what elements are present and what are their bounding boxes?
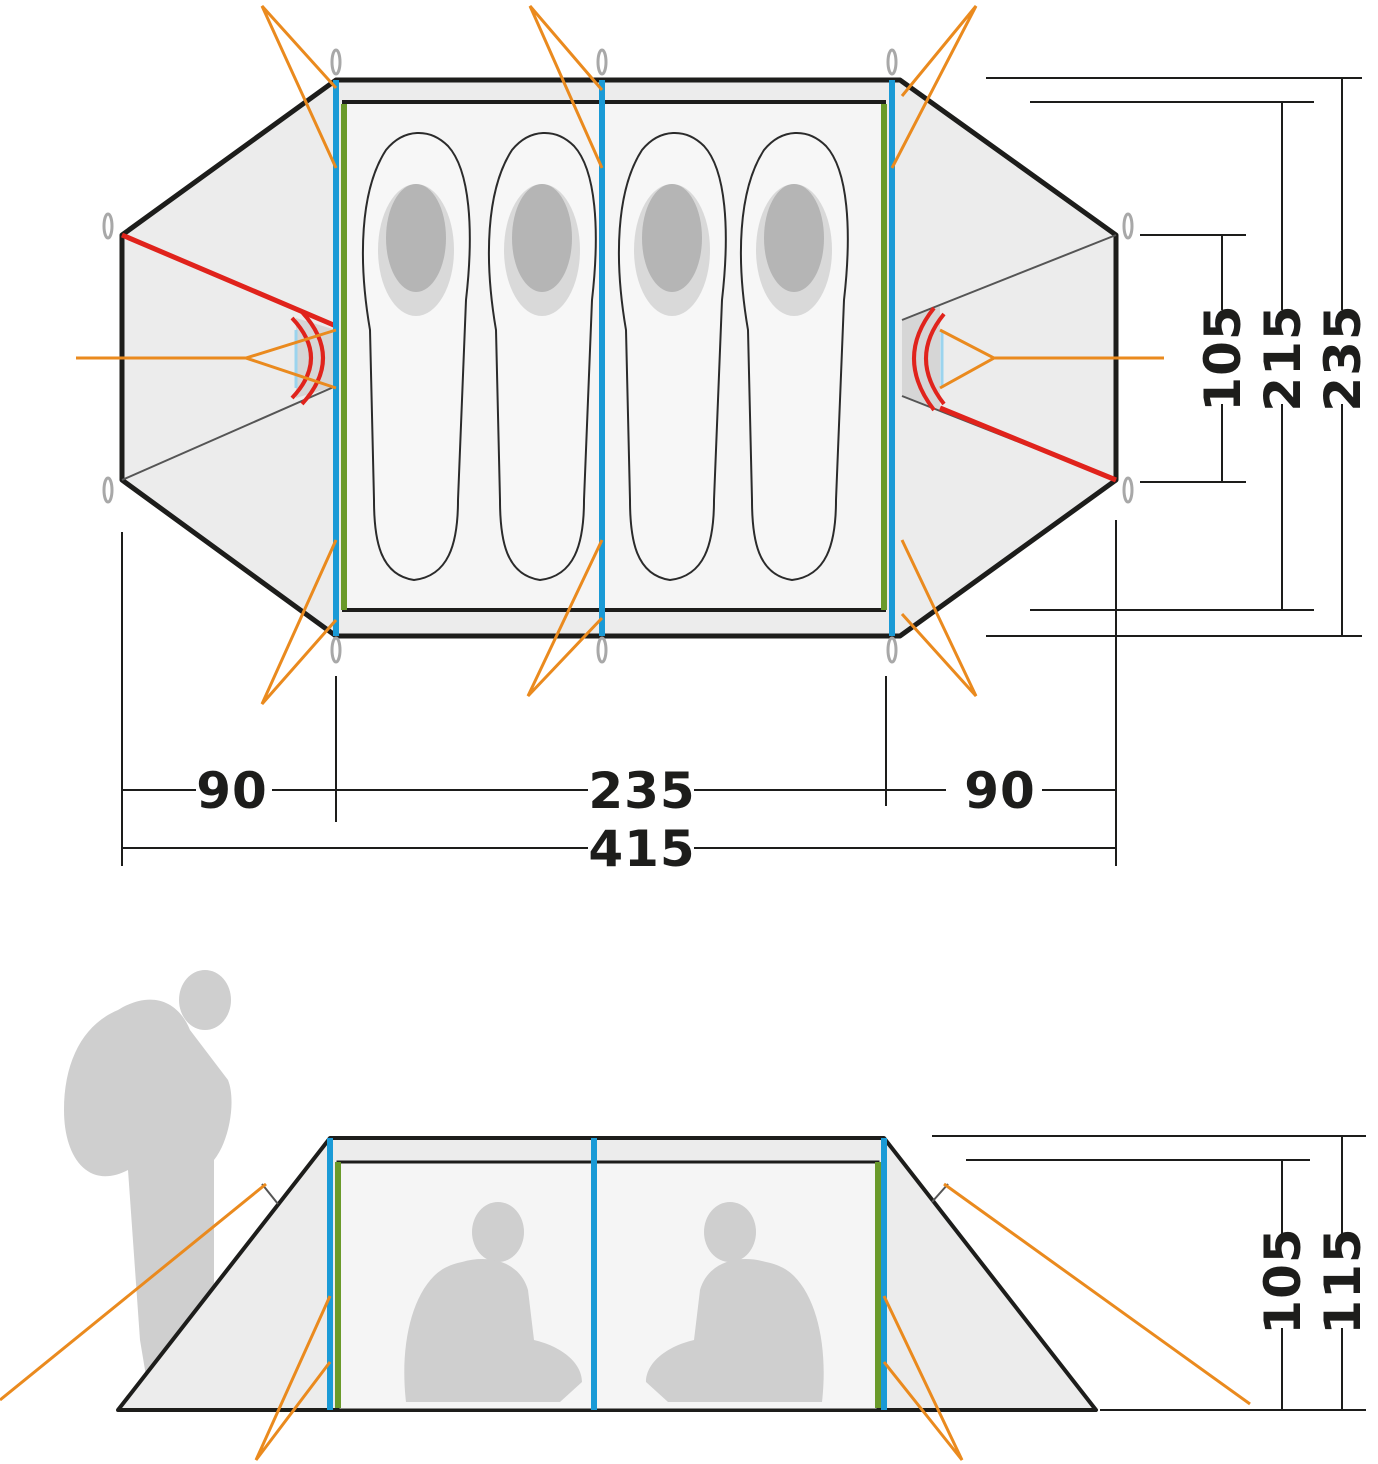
side-vent-left xyxy=(261,1183,279,1205)
guyline xyxy=(526,539,604,698)
guyline xyxy=(260,539,338,705)
sleeping-bag-pillow xyxy=(512,184,572,292)
right-door-pole xyxy=(939,405,1117,483)
side-dimensions xyxy=(932,1135,1366,1411)
sleeping-bags xyxy=(361,132,849,582)
sleeping-bag xyxy=(361,132,471,582)
sleeping-bag xyxy=(739,132,849,582)
sleeping-bag-pillow xyxy=(642,184,702,292)
guyline xyxy=(890,5,978,169)
dim-inner-width: 215 xyxy=(1254,304,1312,411)
tent-peg-icon xyxy=(102,476,114,504)
tent-peg-icon xyxy=(102,212,114,240)
tent-peg-icon xyxy=(330,636,342,664)
left-vestibule-crease-bottom xyxy=(121,385,337,481)
side-guyline xyxy=(882,1295,964,1461)
tent-peg-icon xyxy=(596,48,608,76)
tent-peg-icon xyxy=(1122,212,1134,240)
left-door-arc xyxy=(290,310,325,406)
side-vent-right xyxy=(931,1183,949,1203)
sleeping-bag xyxy=(487,132,597,582)
sleeping-bag xyxy=(617,132,727,582)
right-vestibule-crease-top xyxy=(901,234,1117,321)
side-guyline xyxy=(254,1295,332,1461)
tent-peg-icon xyxy=(330,48,342,76)
sleeping-bag-pillow xyxy=(386,184,446,292)
tent-top-view xyxy=(76,4,1164,705)
dim-inner-height: 105 xyxy=(1254,1227,1312,1334)
sleeping-bag-pillow xyxy=(764,184,824,292)
top-pegs xyxy=(102,48,1134,664)
dim-vestibule-right: 90 xyxy=(964,762,1036,820)
right-door-arc xyxy=(912,306,946,412)
guyline xyxy=(528,5,604,169)
dim-total-length: 415 xyxy=(588,820,695,878)
right-door-shade xyxy=(902,305,940,410)
tent-peg-icon xyxy=(596,636,608,664)
tent-peg-icon xyxy=(886,48,898,76)
top-dimensions xyxy=(121,77,1362,866)
sitting-person-icon-left xyxy=(404,1202,582,1402)
tent-side-view xyxy=(0,970,1251,1461)
side-guyline xyxy=(943,1182,1251,1406)
tent-peg-icon xyxy=(886,636,898,664)
dim-inner-length: 235 xyxy=(588,762,695,820)
top-guylines xyxy=(76,4,1164,705)
dim-total-width: 235 xyxy=(1314,304,1372,411)
side-guyline xyxy=(0,1182,267,1402)
sitting-person-icon-right xyxy=(646,1202,824,1402)
hiker-with-backpack-icon xyxy=(64,970,236,1400)
dim-door-width: 105 xyxy=(1194,304,1252,411)
dim-vestibule-left: 90 xyxy=(196,762,268,820)
left-door-pole xyxy=(121,232,337,329)
guyline xyxy=(260,4,338,169)
side-guylines xyxy=(0,1182,1251,1461)
dim-total-height: 115 xyxy=(1314,1227,1372,1334)
tent-peg-icon xyxy=(1122,476,1134,504)
guyline xyxy=(900,539,978,698)
